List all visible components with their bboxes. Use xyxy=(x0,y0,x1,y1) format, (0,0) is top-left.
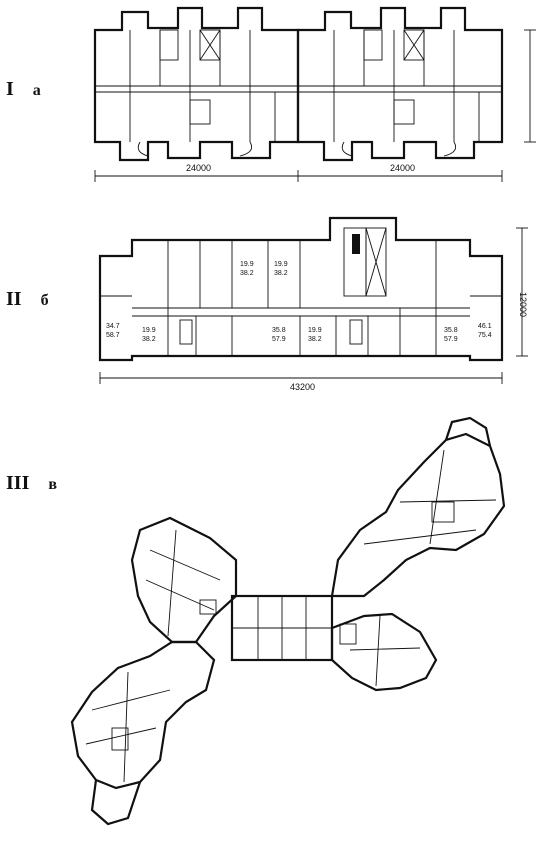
plan-1-section-left xyxy=(93,6,300,162)
room-area: 38.2 xyxy=(240,270,254,277)
room-area: 35.8 xyxy=(272,327,286,334)
plan-1-dim-right: 24000 xyxy=(390,163,415,173)
plan-1-drawing: 24000 24000 13800 xyxy=(93,6,536,182)
room-area: 19.9 xyxy=(308,327,322,334)
plan-1: I а xyxy=(0,0,550,200)
plan-3-central-block xyxy=(230,594,334,662)
plan-3-label: III в xyxy=(6,472,57,495)
room-area: 38.2 xyxy=(274,270,288,277)
plan-3-wing-upper-right xyxy=(330,416,506,598)
plan-3-roman: III xyxy=(6,472,30,494)
room-area: 35.8 xyxy=(444,327,458,334)
plan-1-section-right xyxy=(296,6,504,162)
plan-2-label: II б xyxy=(6,288,49,311)
room-area: 19.9 xyxy=(274,261,288,268)
room-area: 58.7 xyxy=(106,332,120,339)
room-area: 19.9 xyxy=(240,261,254,268)
room-area: 57.9 xyxy=(444,336,458,343)
plan-1-label: I а xyxy=(6,78,41,101)
plan-2-roman: II xyxy=(6,288,22,310)
plan-3-wing-lower-left xyxy=(70,640,216,826)
room-area: 38.2 xyxy=(142,336,156,343)
plan-1-dim-left: 24000 xyxy=(186,163,211,173)
room-area: 34.7 xyxy=(106,323,120,330)
room-area: 75.4 xyxy=(478,332,492,339)
plan-3-wing-upper-left xyxy=(130,516,238,644)
plan-3-letter: в xyxy=(48,476,57,493)
plan-2-drawing: 19.9 38.2 19.9 38.2 34.7 58.7 19.9 38.2 … xyxy=(98,216,528,392)
plan-2-dim-depth: 12000 xyxy=(518,292,528,317)
plan-1-letter: а xyxy=(32,82,41,99)
plan-3-wing-lower-right xyxy=(330,612,438,692)
room-area: 57.9 xyxy=(272,336,286,343)
plan-3: III в xyxy=(0,410,550,850)
plan-1-roman: I xyxy=(6,78,14,100)
plan-2-dim-width: 43200 xyxy=(290,382,315,392)
plan-2: II б 19.9 38.2 19.9 38.2 34.7 58.7 19 xyxy=(0,200,550,410)
room-area: 19.9 xyxy=(142,327,156,334)
plan-3-drawing xyxy=(70,416,506,826)
room-area: 46.1 xyxy=(478,323,492,330)
room-area: 38.2 xyxy=(308,336,322,343)
plan-2-letter: б xyxy=(40,292,49,309)
